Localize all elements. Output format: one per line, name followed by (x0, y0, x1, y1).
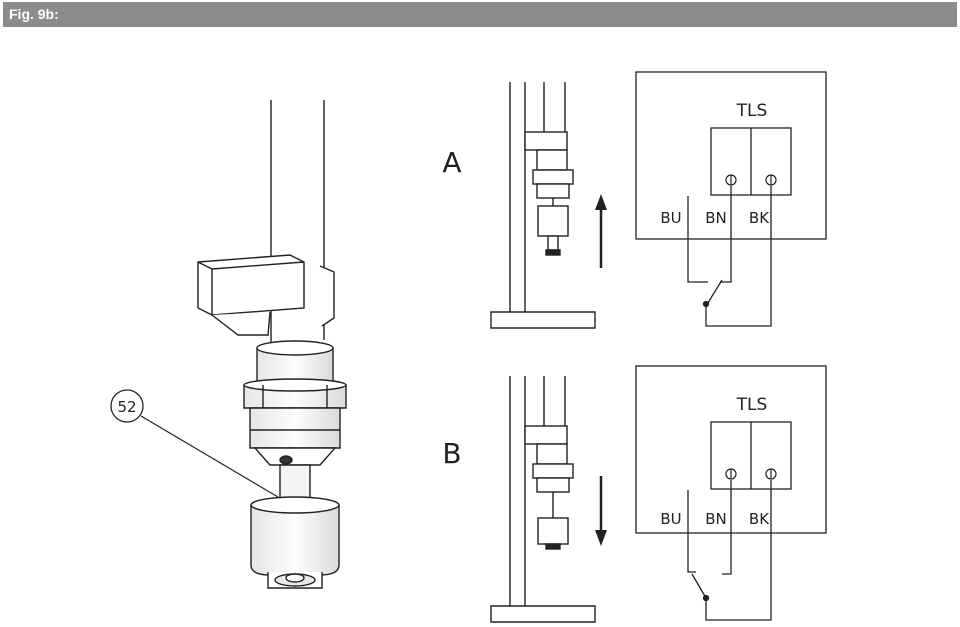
panel-a-terminal-screw-icon (725, 174, 777, 186)
panel-b-box-title: TLS (736, 395, 768, 415)
figure-title: Fig. 9b: (3, 2, 957, 27)
panel-a-wire-bu: BU (660, 209, 681, 227)
panel-a-box-title: TLS (736, 101, 768, 121)
panel-b-terminal-screw-icon (725, 468, 777, 480)
panel-b: B TLS (442, 365, 827, 623)
panel-b-wire-bn: BN (705, 510, 727, 528)
panel-a: A TLS (442, 71, 827, 329)
panel-a-letter: A (442, 146, 461, 179)
panel-b-sensor (490, 376, 596, 623)
callout-number: 52 (117, 398, 136, 416)
panel-b-wire-bu: BU (660, 510, 681, 528)
panel-a-sensor (490, 82, 596, 329)
panel-a-switch-wiring (687, 186, 772, 327)
callout-52: 52 (110, 389, 279, 498)
panel-b-tls-box: TLS BU BN BK (635, 365, 827, 534)
panel-b-letter: B (442, 437, 461, 470)
float-sensor-illustration (197, 100, 347, 589)
panel-b-wire-bk: BK (749, 510, 770, 528)
panel-b-switch-wiring (687, 480, 772, 621)
panel-a-wire-bk: BK (749, 209, 770, 227)
panel-a-wire-bn: BN (705, 209, 727, 227)
panel-b-arrow-down-icon (595, 476, 607, 546)
panel-a-arrow-up-icon (595, 194, 607, 268)
